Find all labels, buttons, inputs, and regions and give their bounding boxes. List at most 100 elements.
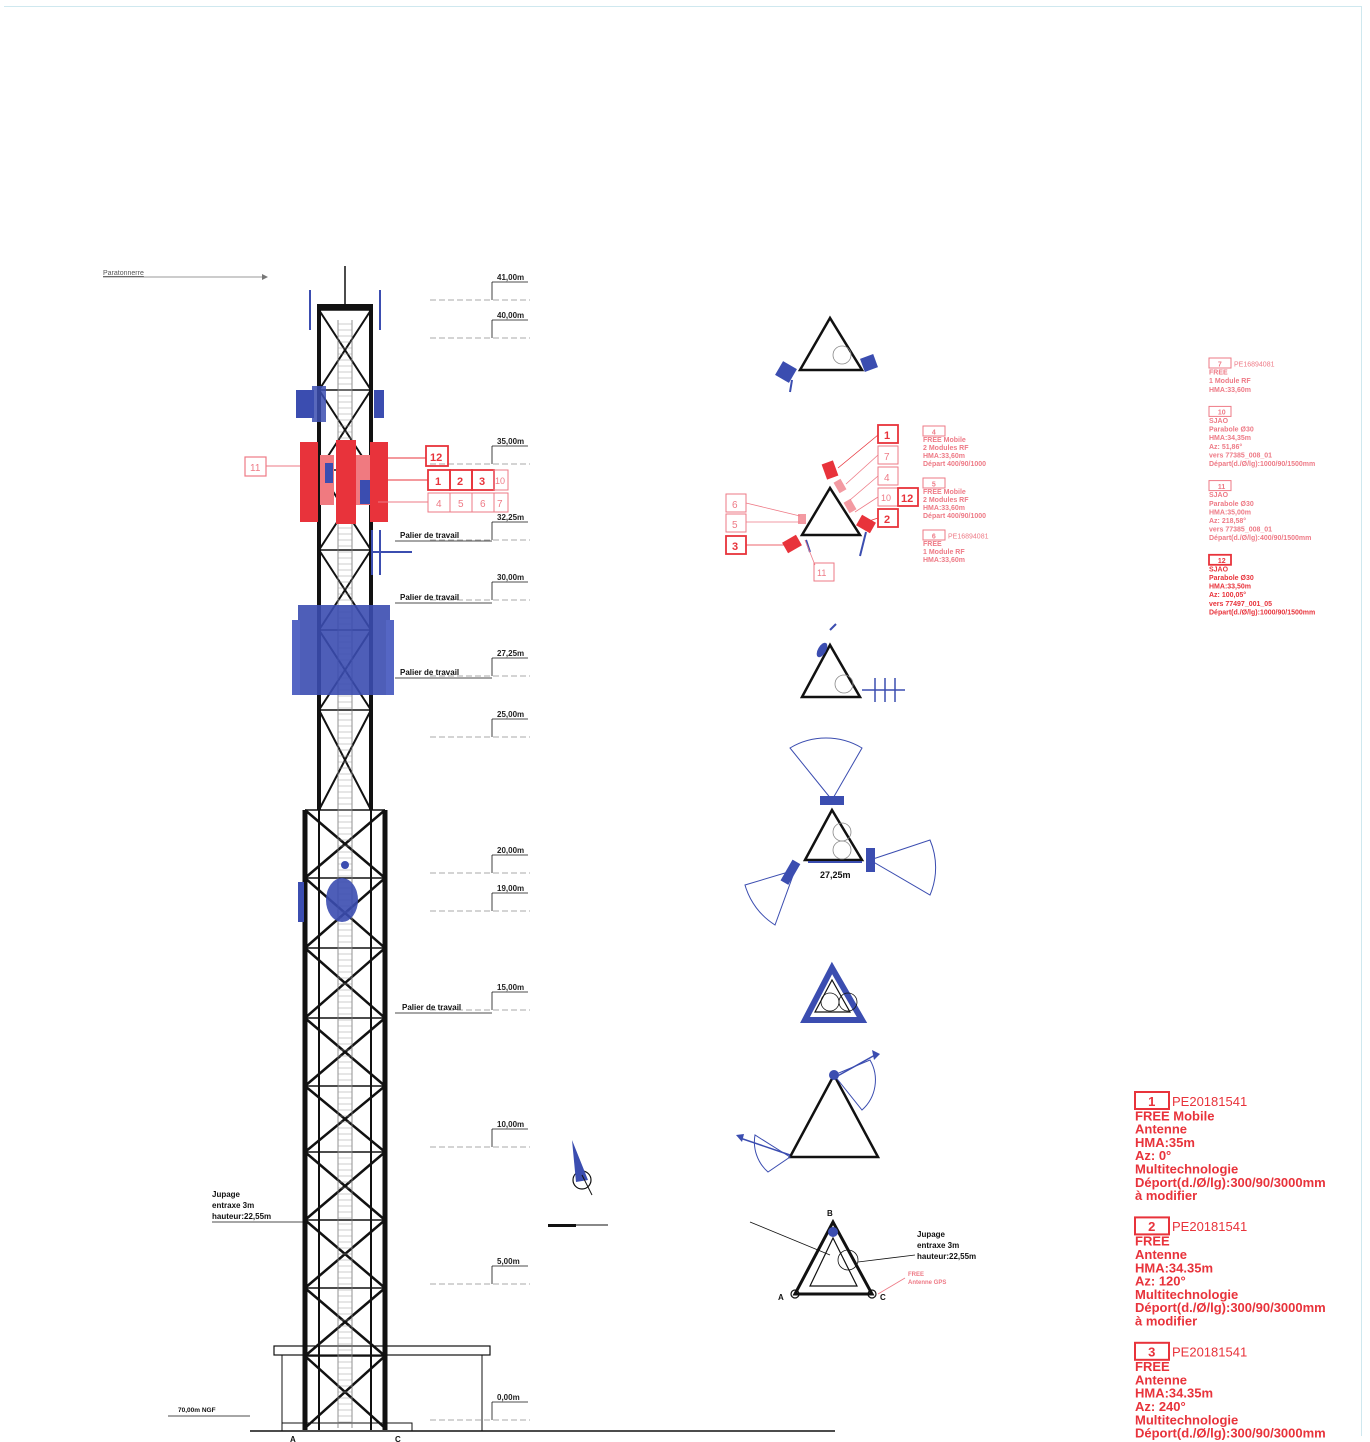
level-label: 5,00m: [497, 1257, 520, 1266]
legend-line: Multitechnologie: [1135, 1287, 1238, 1302]
plan-point-b: B: [827, 1209, 833, 1218]
legend-number: 7: [1218, 361, 1222, 368]
legend-line: vers 77385_008_01: [1209, 452, 1272, 459]
legend-line: FREE Mobile: [1135, 1108, 1214, 1123]
legend-line: Parabole Ø30: [1209, 575, 1254, 582]
base-point-c: C: [395, 1435, 401, 1442]
legend-line: Déport(d./Ø/lg):300/90/3000mm: [1135, 1300, 1326, 1315]
jupage-text: Jupage: [212, 1190, 241, 1199]
legend-line: HMA:33,60m: [923, 505, 965, 512]
legend-line: HMA:33,60m: [923, 453, 965, 460]
callout-2: 2: [457, 476, 463, 488]
plan-callout-4: 4: [884, 473, 890, 484]
tower-elevation: 41,00m40,00m35,00m32,25m30,00m27,25m25,0…: [103, 266, 835, 1442]
legend-line: Antenne: [1135, 1122, 1187, 1137]
legend-ref: PE16894081: [948, 533, 989, 540]
legend-line: Parabole Ø30: [1209, 501, 1254, 508]
legend-line: FREE: [1135, 1359, 1170, 1374]
legend-line: Déport(d./Ø/lg):300/90/3000mm: [1135, 1175, 1326, 1190]
legend-line: Multitechnologie: [1135, 1412, 1238, 1427]
legend-line: HMA:35m: [1135, 1135, 1195, 1150]
callout-1: 1: [435, 476, 441, 488]
legend-ref: PE20181541: [1172, 1345, 1247, 1360]
legend-line: Départ 400/90/1000: [923, 461, 986, 468]
level-label: 19,00m: [497, 884, 524, 893]
legend-line: à modifier: [1135, 1314, 1197, 1329]
legend-number: 12: [1218, 558, 1226, 565]
platform-label: Palier de travail: [400, 531, 459, 540]
plan-callout-10: 10: [881, 493, 891, 503]
callout-11: 11: [250, 463, 261, 474]
lightning-rod-label: Paratonnerre: [103, 270, 144, 277]
jupage-text: entraxe 3m: [212, 1201, 254, 1210]
legend-number: 2: [1148, 1219, 1155, 1234]
plan-callout-5: 5: [732, 520, 738, 531]
legend-line: Az: 120°: [1135, 1274, 1186, 1289]
plan-callout-2: 2: [884, 514, 890, 526]
plan-callout-6: 6: [732, 500, 738, 511]
legend-line: FREE: [923, 541, 942, 548]
plan-callout-11: 11: [817, 568, 826, 578]
legend-line: FREE: [1209, 370, 1228, 377]
plan-callout-1: 1: [884, 430, 890, 442]
north-arrow-icon: [548, 1140, 608, 1227]
legend-number: 1: [1148, 1094, 1155, 1109]
ngf-label: 70,00m NGF: [178, 1407, 216, 1414]
legend-line: Az: 100,05°: [1209, 591, 1246, 599]
jupage-text: hauteur:22,55m: [917, 1252, 976, 1261]
legend-number: 5: [932, 481, 936, 488]
legend-line: HMA:34.35m: [1135, 1260, 1213, 1275]
level-label: 0,00m: [497, 1393, 520, 1402]
legend-number: 4: [932, 429, 936, 436]
legend-line: vers 77497_001_05: [1209, 601, 1272, 608]
base-point-a: A: [290, 1435, 296, 1442]
legend-line: Départ 400/90/1000: [923, 513, 986, 520]
legend-line: Az: 0°: [1135, 1148, 1171, 1163]
legend-line: HMA:33,50m: [1209, 584, 1251, 591]
legend-line: Départ(d./Ø/lg):400/90/1500mm: [1209, 535, 1311, 542]
legend-line: Antenne: [1135, 1372, 1187, 1387]
legend-line: SJAO: [1209, 492, 1229, 499]
legend-line: Antenne: [1135, 1247, 1187, 1262]
legend-line: Multitechnologie: [1135, 1162, 1238, 1177]
plan-callout-12: 12: [901, 493, 913, 505]
level-label: 15,00m: [497, 983, 524, 992]
legend-line: SJAO: [1209, 566, 1229, 573]
platform-label: Palier de travail: [400, 593, 459, 602]
callout-12: 12: [430, 452, 442, 464]
plan-point-a: A: [778, 1293, 784, 1302]
legend-line: Az: 51,86°: [1209, 443, 1242, 451]
legend-line: FREE: [1135, 1234, 1170, 1249]
legend-line: SJAO: [1209, 418, 1229, 425]
callout-5: 5: [458, 499, 464, 510]
callout-4: 4: [436, 499, 442, 510]
legend-line: 2 Modules RF: [923, 445, 969, 452]
plan-callout-3: 3: [732, 541, 738, 553]
legend-line: FREE Mobile: [923, 437, 966, 444]
level-label: 41,00m: [497, 273, 524, 282]
level-label: 35,00m: [497, 437, 524, 446]
legend-line: 1 Module RF: [1209, 378, 1251, 385]
level-label: 30,00m: [497, 573, 524, 582]
legend-line: 1 Module RF: [923, 549, 965, 556]
level-label: 25,00m: [497, 710, 524, 719]
jupage-text: Jupage: [917, 1230, 946, 1239]
legend-line: vers 77385_008_01: [1209, 527, 1272, 534]
legend-line: HMA:34.35m: [1135, 1386, 1213, 1401]
tower-callouts: 11 12 1 2 3 10 4 5 6 7: [244, 445, 509, 513]
drawing-frame: [4, 6, 1362, 1436]
legend-number: 6: [932, 533, 936, 540]
jupage-text: entraxe 3m: [917, 1241, 959, 1250]
level-label: 10,00m: [497, 1120, 524, 1129]
legend-number: 10: [1218, 410, 1226, 417]
legend-line: à modifier: [1135, 1188, 1197, 1203]
legend-line: FREE Mobile: [923, 489, 966, 496]
legend-ref: PE16894081: [1234, 361, 1275, 368]
